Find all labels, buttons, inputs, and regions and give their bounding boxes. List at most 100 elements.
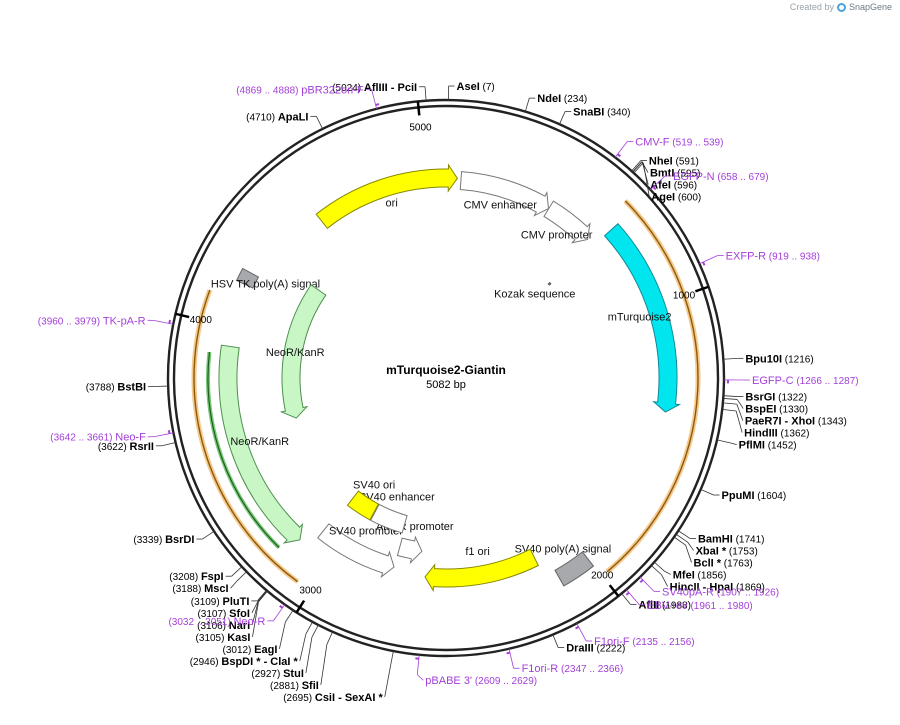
site-name: BsrGI bbox=[745, 392, 775, 404]
site-name: NdeI bbox=[537, 93, 561, 105]
backbone-outer-circle bbox=[166, 98, 726, 658]
site-position: (1988) bbox=[659, 600, 691, 611]
site-leader bbox=[633, 162, 644, 174]
site-position: (3188) bbox=[172, 584, 204, 595]
site-position: (3109) bbox=[191, 597, 223, 608]
tick-mark bbox=[175, 312, 190, 319]
site-position: (1343) bbox=[815, 417, 847, 428]
primer-label: EGFP-C (1266 .. 1287) bbox=[752, 375, 859, 387]
site-name: BamHI bbox=[698, 533, 733, 545]
site-leader-elbow bbox=[251, 601, 259, 626]
site-name: PpuMI bbox=[722, 490, 755, 502]
feature-label: SV40 enhancer bbox=[359, 492, 435, 504]
site-label: (3339) BsrDI bbox=[133, 534, 194, 546]
site-leader-elbow bbox=[735, 410, 743, 433]
site-leader bbox=[621, 593, 631, 605]
primer-label: EXFP-R (919 .. 938) bbox=[726, 251, 820, 263]
site-label: (3188) MscI bbox=[172, 583, 228, 595]
site-name: BsrDI bbox=[165, 534, 194, 546]
site-label: MfeI (1856) bbox=[673, 569, 727, 581]
site-name: FspI bbox=[201, 571, 224, 583]
site-position: (596) bbox=[671, 181, 697, 192]
site-label: NdeI (234) bbox=[537, 93, 587, 105]
site-position: (591) bbox=[673, 157, 699, 168]
primer-mark bbox=[375, 103, 380, 106]
site-name: SfiI bbox=[302, 680, 319, 692]
site-name: AseI bbox=[457, 81, 480, 93]
site-leader bbox=[552, 634, 559, 648]
site-name: MscI bbox=[204, 583, 228, 595]
site-leader-elbow bbox=[685, 544, 692, 563]
site-label: HindIII (1362) bbox=[744, 428, 809, 440]
site-label: (3788) BstBI bbox=[86, 381, 146, 393]
site-position: (1322) bbox=[775, 393, 807, 404]
site-name: HincII - HpaI bbox=[670, 581, 734, 593]
site-name: EagI bbox=[254, 644, 277, 656]
feature-mturquoise2 bbox=[603, 223, 682, 413]
site-name: NheI bbox=[649, 156, 673, 168]
primer-leader-elbow bbox=[417, 674, 424, 681]
site-leader bbox=[326, 631, 333, 645]
site-label: (3105) KasI bbox=[196, 632, 251, 644]
primer-mark bbox=[616, 153, 621, 158]
site-position: (4710) bbox=[246, 112, 278, 123]
site-label: BmtI (595) bbox=[650, 168, 701, 180]
site-name: BspDI * - ClaI * bbox=[221, 656, 298, 668]
site-leader bbox=[651, 565, 662, 576]
primer-position: (3960 .. 3979) bbox=[38, 316, 103, 327]
site-leader bbox=[722, 408, 737, 412]
site-leader bbox=[631, 160, 642, 172]
plasmid-name: mTurquoise2-Giantin bbox=[386, 363, 506, 377]
site-position: (3106) bbox=[197, 621, 229, 632]
site-label: DraIII (2222) bbox=[566, 643, 625, 655]
watermark-brand: SnapGene bbox=[848, 2, 892, 12]
site-position: (3208) bbox=[169, 572, 201, 583]
site-position: (2881) bbox=[270, 681, 302, 692]
site-position: (600) bbox=[675, 193, 701, 204]
site-name: NarI bbox=[229, 620, 250, 632]
site-name: PflMI bbox=[739, 440, 765, 452]
site-label: PpuMI (1604) bbox=[722, 490, 787, 502]
tick-mark bbox=[295, 599, 306, 614]
site-label: AseI (7) bbox=[457, 81, 495, 93]
plasmid-length: 5082 bp bbox=[426, 379, 466, 391]
site-position: (2927) bbox=[251, 669, 283, 680]
feature-kozak-sequence bbox=[547, 281, 552, 286]
site-label: BamHI (1741) bbox=[698, 533, 765, 545]
site-position: (5024) bbox=[332, 83, 364, 94]
site-leader bbox=[559, 111, 566, 125]
site-label: (2881) SfiI bbox=[270, 680, 319, 692]
feature-label: CMV promoter bbox=[521, 230, 593, 242]
primer-name: CMV-F bbox=[635, 136, 670, 148]
site-label: (5024) AflIII - PciI bbox=[332, 82, 417, 94]
feature-label: SV40 ori bbox=[353, 480, 395, 492]
site-leader-elbow bbox=[736, 399, 744, 409]
site-name: PluTI bbox=[222, 596, 249, 608]
site-position: (3105) bbox=[196, 633, 228, 644]
site-name: KasI bbox=[227, 632, 250, 644]
site-label: (3106) NarI bbox=[197, 620, 250, 632]
feature-label: SV40 promoter bbox=[329, 526, 403, 538]
site-name: BclI * bbox=[694, 557, 722, 569]
primer-name: TK-pA-R bbox=[103, 315, 146, 327]
site-leader-elbow bbox=[664, 571, 671, 575]
site-position: (2222) bbox=[594, 644, 626, 655]
site-label: NheI (591) bbox=[649, 156, 699, 168]
site-label: XbaI * (1753) bbox=[696, 545, 758, 557]
site-label: (3107) SfoI bbox=[197, 608, 249, 620]
site-label: AflII (1988) bbox=[638, 599, 690, 611]
primer-mark bbox=[168, 319, 172, 324]
site-label: SnaBI (340) bbox=[573, 106, 630, 118]
primer-mark bbox=[575, 625, 580, 630]
site-leader bbox=[524, 98, 530, 112]
site-leader bbox=[654, 561, 666, 572]
primer-label: (4869 .. 4888) pBR322ori-F bbox=[236, 84, 364, 96]
site-position: (3012) bbox=[222, 645, 254, 656]
site-leader bbox=[390, 650, 394, 665]
site-label: BsrGI (1322) bbox=[745, 392, 807, 404]
tick-mark bbox=[608, 584, 620, 597]
site-name: CsiI - SexAI * bbox=[315, 692, 384, 704]
site-name: RsrII bbox=[130, 441, 154, 453]
